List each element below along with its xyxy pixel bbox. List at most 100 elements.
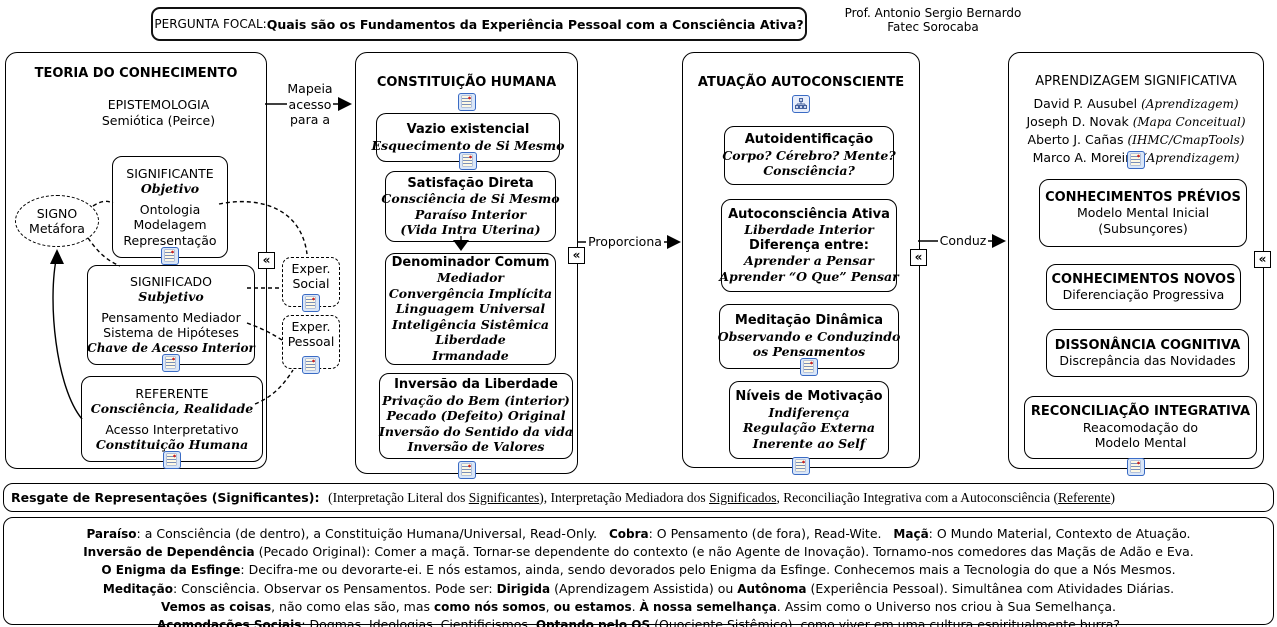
text-segment: Marco A. Moreira [1032,150,1142,165]
text-line: Autoidentificação [744,132,874,148]
text-line: Acesso Interpretativo [105,421,239,437]
text-segment: (Interpretação Literal dos [328,489,469,505]
author-institution: Fatec Sorocaba [887,20,979,34]
text-line: Linguagem Universal [395,301,546,317]
link-label-proporciona[interactable]: Proporciona [586,234,664,249]
text-line: SIGNIFICADO [130,273,212,289]
text-segment: Autônoma [737,581,807,596]
text-segment: : Decifra-me ou devorarte-ei. E nós esta… [240,562,1176,578]
text-line: Consciência, Realidade [90,401,254,416]
text-segment: ), Interpretação Mediadora dos [539,489,710,505]
panel-atuacao-autoconsciente[interactable]: ATUAÇÃO AUTOCONSCIENTE Autoidentificação… [682,52,920,475]
concept-ellipse-signo[interactable]: SIGNO Metáfora [15,195,99,247]
text-line: (Vida Intra Uterina) [400,222,541,237]
resource-icon[interactable] [457,461,476,479]
resource-icon[interactable] [163,451,181,469]
text-line: Representação [123,232,217,248]
note-line: Paraíso: a Consciência (de dentro), a Co… [4,525,1273,543]
collapse-chevron-icon[interactable]: « [1254,251,1271,268]
resgate-representacoes-strip: Resgate de Representações (Significantes… [3,483,1274,512]
panel-constituicao-title: CONSTITUIÇÃO HUMANA [376,75,557,90]
text-segment: David P. Ausubel [1033,96,1142,111]
resource-icon[interactable] [162,354,180,372]
text-line: Objetivo [140,181,200,197]
panel-aprendizagem-significativa[interactable]: APRENDIZAGEM SIGNIFICATIVA David P. Ausu… [1008,52,1264,476]
text-segment: (Experiência Pessoal). Simultânea com At… [806,580,1175,596]
resource-icon[interactable] [302,294,320,312]
link-label-conduz[interactable]: Conduz [937,233,989,248]
link-label-mapeia[interactable]: Mapeia acesso para a [285,81,335,127]
text-line: Corpo? Cérebro? Mente? [722,147,896,163]
text-segment: : Dogmas, Ideologias, Cientificismos. [301,617,536,627]
resource-icon[interactable] [1127,151,1145,169]
collapse-chevron-icon[interactable]: « [910,249,927,266]
text-line: Regulação Externa [743,420,875,435]
resource-icon[interactable] [161,247,179,265]
text-segment: Resgate de Representações (Significantes… [11,490,329,505]
focal-question-box[interactable]: PERGUNTA FOCAL: Quais são os Fundamentos… [151,7,807,41]
panel-teoria-do-conhecimento[interactable]: TEORIA DO CONHECIMENTO EPISTEMOLOGIA Sem… [5,52,267,469]
text-segment: (IHMC/CmapTools) [1127,133,1245,147]
author-line: Marco A. Moreira (Aprendizagem) [1009,149,1263,167]
collapse-chevron-icon[interactable]: « [258,252,275,269]
text-segment: Referente [1058,489,1111,505]
text-segment: : O Pensamento (de fora), Read-Wite. [648,526,894,541]
text-segment: (Aprendizagem) [1141,151,1240,165]
text-segment: Maçã [893,527,929,541]
collapse-chevron-icon[interactable]: « [568,247,585,264]
resource-icon[interactable] [302,356,320,374]
text-line: Liberdade Interior [744,222,874,238]
text-segment: . [631,598,640,614]
text-line: Inversão da Liberdade [394,377,558,393]
text-line: Denominador Comum [391,254,550,270]
text-line: CONHECIMENTOS PRÉVIOS [1045,189,1241,205]
focal-question-text: Quais são os Fundamentos da Experiência … [266,16,804,32]
resource-icon[interactable] [459,152,477,170]
resource-icon[interactable] [792,457,810,475]
text-segment: Optando pelo QS [535,618,651,627]
text-segment: Vemos as coisas [161,599,272,614]
resource-icon[interactable] [1127,458,1145,476]
resource-icon[interactable] [800,358,818,376]
text-segment: (Aprendizagem) [1141,97,1239,111]
panel-atuacao-title: ATUAÇÃO AUTOCONSCIENTE [697,75,905,90]
concept-box-exper-social[interactable]: Exper. Social [282,257,340,312]
text-line: Aprender “O Que” Pensar [719,268,899,284]
concept-box-exper-pessoal[interactable]: Exper. Pessoal [282,315,340,374]
resource-icon[interactable] [457,93,476,111]
text-line: Níveis de Motivação [735,389,883,404]
author-name: Prof. Antonio Sergio Bernardo [844,6,1022,20]
text-line: Discrepância das Novidades [1059,353,1236,368]
text-line: Diferença entre: [749,237,869,253]
text-segment: : a Consciência (de dentro), a Constitui… [136,526,609,541]
text-line: CONHECIMENTOS NOVOS [1051,271,1236,287]
text-line: Satisfação Direta [407,175,534,191]
concept-map-icon[interactable] [792,95,810,113]
text-segment: Significados [709,489,777,505]
text-segment: Paraíso [86,527,137,541]
text-line: SIGNIFICANTE [126,165,214,181]
text-line: Mediador [436,270,505,286]
text-line: Modelo Mental Inicial [1076,205,1210,221]
text-line: Modelo Mental [1094,435,1187,451]
text-segment: . Assim como o Universo nos criou à Sua … [776,598,1116,614]
text-line: Chave de Acesso Interior [87,340,255,355]
note-line: O Enigma da Esfinge: Decifra-me ou devor… [4,561,1273,579]
